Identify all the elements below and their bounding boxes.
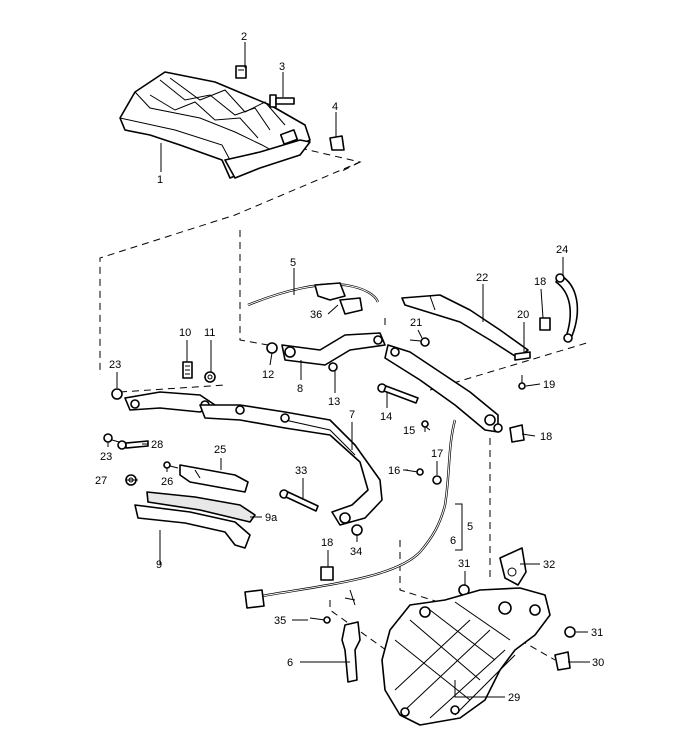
part-31-nut-lower — [564, 626, 576, 638]
callout-36: 36 — [310, 309, 322, 321]
part-8-link — [281, 332, 386, 366]
callout-34: 34 — [350, 546, 362, 558]
part-10-bolt — [182, 361, 193, 379]
callout-12: 12 — [262, 369, 274, 381]
part-7-main-bow — [199, 404, 383, 526]
callout-18: 18 — [321, 537, 333, 549]
part-12-nut — [266, 342, 278, 354]
callout-18: 18 — [540, 431, 552, 443]
callout-8: 8 — [297, 383, 303, 395]
part-6-lever — [341, 621, 361, 683]
callout-20: 20 — [517, 309, 529, 321]
part-20-plate — [514, 351, 531, 361]
part-26-screw — [163, 461, 179, 469]
callout-33: 33 — [295, 465, 307, 477]
part-28-bolt — [117, 440, 149, 450]
callout-15: 15 — [403, 425, 415, 437]
callout-13: 13 — [328, 396, 340, 408]
part-3-bolt — [269, 94, 295, 108]
callout-4: 4 — [332, 101, 338, 113]
callout-5: 5 — [467, 521, 473, 533]
part-18-clip-lower — [320, 566, 334, 581]
part-17-nut — [432, 475, 442, 485]
callout-5: 5 — [290, 257, 296, 269]
callout-11: 11 — [204, 327, 215, 339]
part-14-bolt — [377, 383, 419, 404]
callout-29: 29 — [508, 692, 520, 704]
callout-23: 23 — [109, 359, 121, 371]
part-18-clip-upper — [539, 317, 551, 331]
callout-22: 22 — [476, 272, 488, 284]
callout-10: 10 — [179, 327, 191, 339]
leader-lines — [107, 42, 590, 698]
part-2-clip — [235, 65, 247, 79]
callout-28: 28 — [151, 439, 163, 451]
callout-9a: 9a — [265, 512, 278, 524]
callout-21: 21 — [410, 317, 422, 329]
callout-24: 24 — [556, 244, 568, 256]
part-33-bolt — [279, 489, 319, 512]
callout-14: 14 — [380, 411, 392, 423]
part-15-screw — [421, 420, 429, 432]
part-30-clip — [554, 651, 571, 671]
part-32-bracket — [499, 547, 527, 586]
callout-9: 9 — [156, 559, 162, 571]
callout-19: 19 — [543, 379, 555, 391]
part-19-screw — [518, 375, 526, 390]
callout-31: 31 — [591, 627, 603, 639]
part-1-roof-frame — [119, 71, 311, 179]
part-23-nut-lower — [103, 433, 113, 443]
callout-30: 30 — [592, 657, 604, 669]
part-rail-right — [384, 344, 503, 433]
part-21-screw — [409, 337, 430, 347]
part-24-strap — [555, 273, 579, 343]
part-18-clip-mid — [509, 424, 525, 443]
part-34-nut — [351, 524, 363, 536]
callout-16: 16 — [388, 465, 400, 477]
callout-23: 23 — [100, 451, 112, 463]
callout-31: 31 — [458, 558, 470, 570]
part-35-screw — [309, 616, 331, 624]
part-11-washer — [204, 371, 216, 383]
callout-6: 6 — [287, 657, 293, 669]
part-13-nut — [328, 362, 338, 372]
callout-25: 25 — [214, 444, 226, 456]
part-5-cable-lower — [244, 419, 457, 609]
callout-32: 32 — [543, 559, 555, 571]
part-9-weatherstrip — [134, 504, 251, 549]
part-5-cable-upper — [247, 282, 380, 315]
assembly-dashed-lines — [99, 147, 591, 661]
part-4-clip — [329, 135, 345, 151]
callout-3: 3 — [279, 61, 285, 73]
callout-27: 27 — [95, 475, 107, 487]
callout-labels: 1 2 3 4 5 36 10 11 12 8 13 21 22 24 18 2… — [95, 31, 604, 704]
part-23-nut-upper — [111, 388, 123, 400]
callout-2: 2 — [241, 31, 247, 43]
part-29-housing — [381, 587, 551, 726]
callout-6: 6 — [450, 535, 456, 547]
callout-1: 1 — [157, 174, 163, 186]
callout-26: 26 — [161, 476, 173, 488]
part-25-bracket — [179, 464, 249, 493]
callout-18: 18 — [534, 276, 546, 288]
callout-17: 17 — [431, 448, 443, 460]
callout-7: 7 — [349, 409, 355, 421]
part-9a-strip — [146, 491, 256, 523]
callout-35: 35 — [274, 615, 286, 627]
